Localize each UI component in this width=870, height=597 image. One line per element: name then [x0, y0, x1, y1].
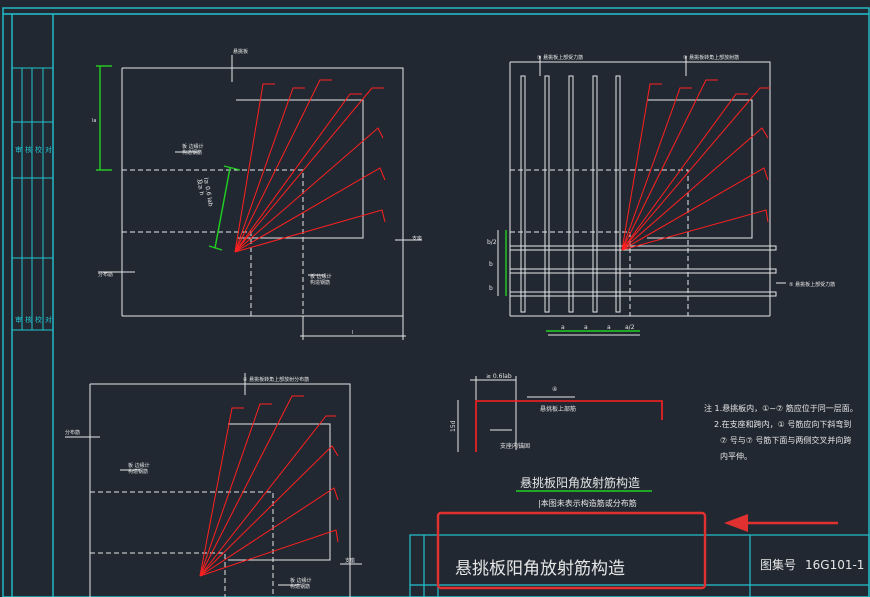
highlight-box: [436, 511, 707, 590]
radial-rebar-fan-a: [234, 79, 386, 253]
label-sub: 支座内锚固: [500, 442, 530, 450]
callout-4: ④ 悬挑板转角上部放射分布筋: [243, 376, 309, 383]
label-left: 分布筋: [65, 429, 80, 436]
callout: ④: [552, 386, 557, 393]
diagram-c: ④ 悬挑板转角上部放射分布筋 分布筋 板 边缘计构造钢筋 支座 板 边缘计构造钢…: [65, 373, 362, 597]
general-notes: 注 1.悬挑板内，①~⑦ 筋应位于同一层面。 2.在支座和跨内，① 号筋应向下斜…: [704, 403, 858, 461]
drawing-frame: [2, 7, 870, 597]
dim-a: a: [584, 324, 588, 331]
caption-subtitle: |本图未表示构造筋或分布筋: [538, 498, 637, 508]
dim-a-half: a/2: [625, 324, 635, 331]
strip-label: 对: [45, 145, 52, 154]
highlight-annotation: [436, 511, 838, 590]
note-line: ⑦ 号与⑦ 号筋下面与两侧交叉并向跨: [720, 435, 851, 445]
strip-label: 对: [45, 315, 52, 324]
dim-a: a: [607, 324, 611, 331]
diagram-b: ① 悬挑板上部受力筋 ⑦ 悬挑板转角上部放射筋 ⑤ 悬挑板上部受力筋 b/2 b…: [487, 54, 835, 336]
label-left: 分布筋: [98, 271, 113, 278]
note-line: 2.在支座和跨内，① 号筋应向下斜弯到: [714, 419, 851, 429]
caption-title: 悬挑板阳角放射筋构造: [520, 475, 640, 490]
strip-label: 核: [25, 315, 32, 324]
label-mid: 板 边缘计构造钢筋: [182, 143, 204, 156]
callout-7: ⑦ 悬挑板转角上部放射筋: [683, 54, 739, 61]
pointer-arrow-icon: [724, 514, 838, 532]
dim-b: b: [489, 261, 493, 268]
label-right: 支座: [345, 557, 355, 564]
radial-rebar-fan-b: [621, 79, 770, 251]
figure-caption: 悬挑板阳角放射筋构造 |本图未表示构造筋或分布筋: [516, 475, 652, 508]
diagram-a: 悬挑板 板 边缘计构造钢筋 分布筋 支座 板 边缘计构造钢筋 la l l≥ 0…: [92, 48, 422, 340]
dim-label-l: l: [352, 330, 353, 336]
title-block-title: 悬挑板阳角放射筋构造: [455, 559, 625, 579]
callout-1: ① 悬挑板上部受力筋: [537, 54, 583, 61]
album-number: 16G101-1: [805, 558, 864, 572]
album-label: 图集号: [760, 557, 796, 572]
strip-label: 核: [25, 145, 32, 154]
label-main: 悬挑板上部筋: [540, 405, 576, 413]
label-bottom-note: 板 边缘计构造钢筋: [310, 273, 332, 286]
note-line: 内平伸。: [720, 451, 752, 461]
note-line: 注 1.悬挑板内，①~⑦ 筋应位于同一层面。: [704, 403, 858, 413]
dim-b: b: [489, 285, 493, 292]
anchor-bar: [475, 400, 663, 452]
left-signature-strip: 审 核 校 对 审 核 校 对: [12, 67, 53, 331]
strip-label: 校: [35, 315, 42, 324]
dim-label-la: la: [92, 118, 96, 124]
strip-label: 审: [15, 145, 22, 154]
strip-label: 校: [35, 145, 42, 154]
label-mid: 板 边缘计构造钢筋: [128, 462, 150, 475]
callout-5: ⑤ 悬挑板上部受力筋: [789, 281, 835, 288]
dim-top: ≥ 0.6lab: [486, 373, 512, 380]
radial-rebar-fan-c: [199, 395, 339, 577]
label-bottom: 板 边缘计构造钢筋: [290, 577, 312, 590]
title-block: 悬挑板阳角放射筋构造 图集号 16G101-1: [409, 534, 870, 597]
label-dim: l≥ 0.6 lab及≥ h: [195, 177, 214, 208]
strip-label: 审: [15, 315, 22, 324]
dim-a: a: [561, 324, 565, 331]
label-top: 悬挑板: [233, 48, 248, 55]
label-right: 支座: [412, 235, 422, 242]
label-dim: 15d: [450, 420, 457, 432]
detail-d: ≥ 0.6lab ④ 悬挑板上部筋 支座内锚固 15d: [450, 373, 663, 452]
dim-b-half: b/2: [487, 239, 497, 246]
